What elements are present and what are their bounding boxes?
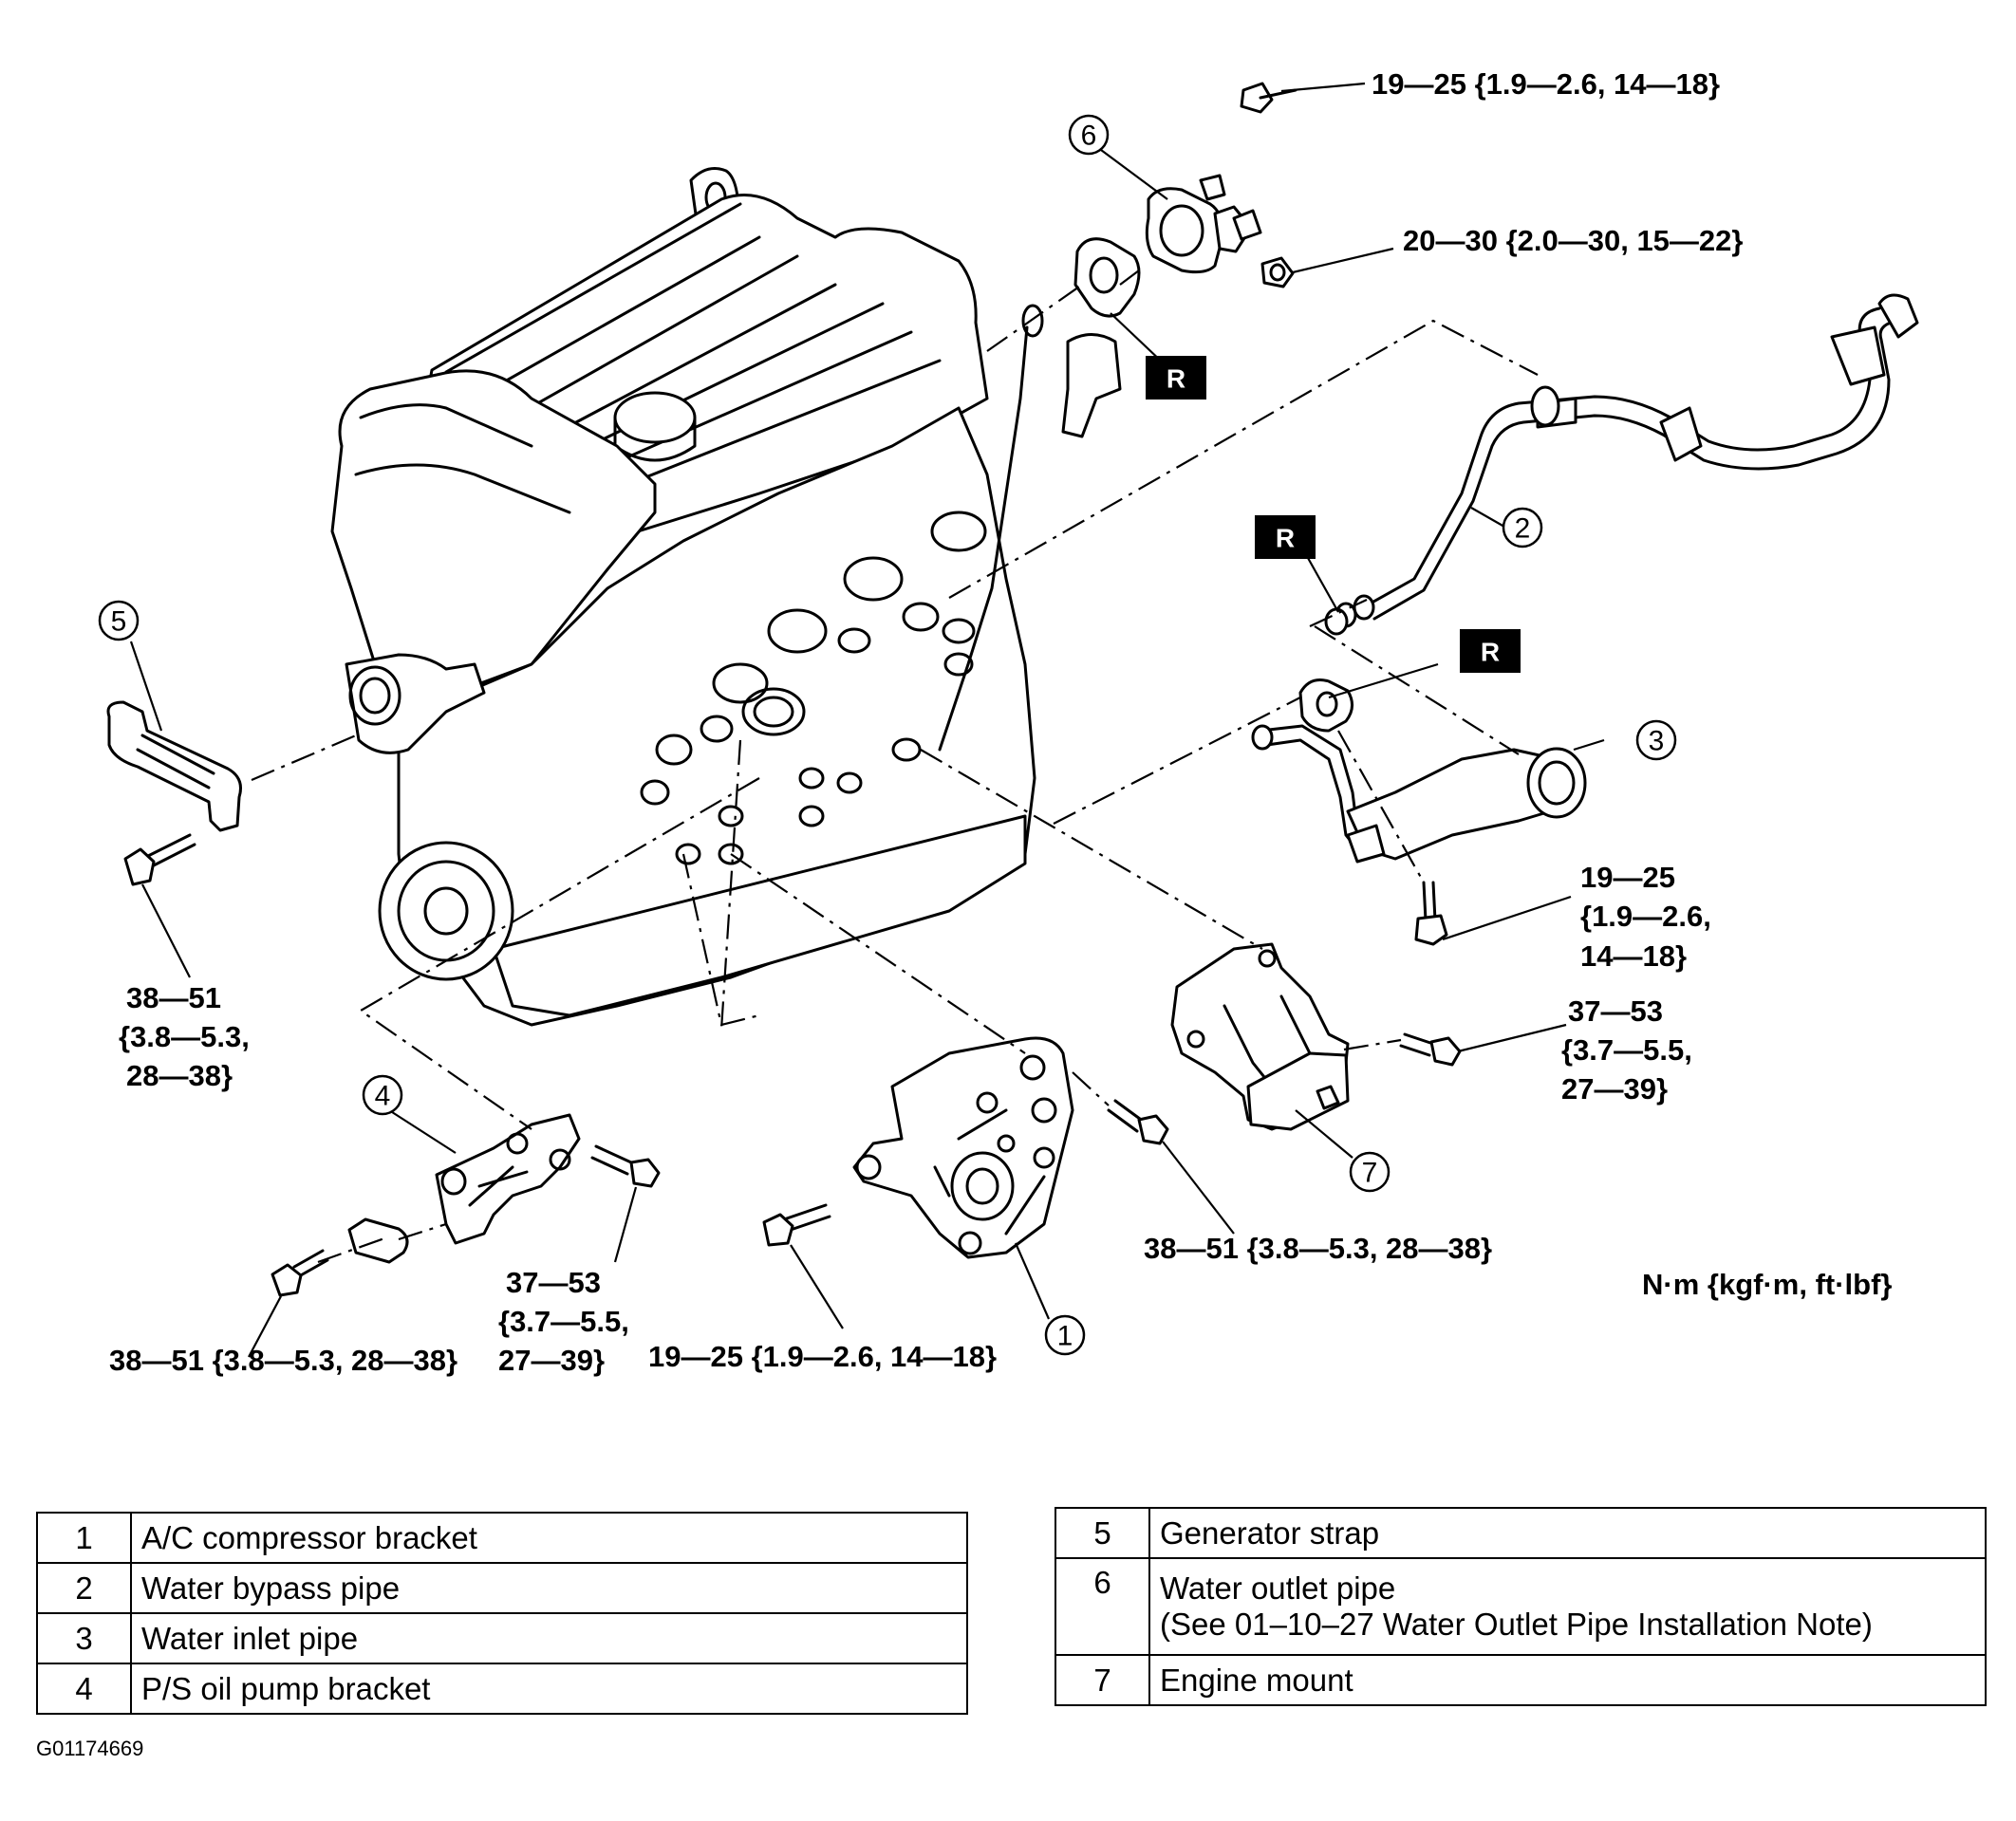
legend-row: 6 Water outlet pipe (See 01–10–27 Water … [1055,1557,1987,1656]
legend-number: 6 [1055,1557,1150,1656]
bolt [271,1249,329,1297]
engine-mount [1170,942,1350,1131]
svg-text:2: 2 [1515,513,1531,545]
replace-badge: R [1460,629,1521,673]
leader-lines [129,82,1605,1358]
svg-text:R: R [1481,638,1500,667]
engine-assembly [330,167,1122,1027]
bolt [123,833,196,886]
torque-water-inlet-bolt-2: {1.9—2.6, [1580,900,1711,933]
legend-row: 3 Water inlet pipe [36,1612,968,1664]
callout-4: 4 [362,1074,403,1116]
torque-generator-strap-bolt-3: 28—38} [126,1059,233,1092]
torque-generator-strap-bolt-1: 38—51 [126,981,221,1014]
svg-text:R: R [1167,364,1185,394]
torque-ps-bracket-bolt-2: {3.7—5.5, [498,1305,629,1338]
legend-number: 5 [1055,1507,1150,1559]
water-bypass-pipe [1335,293,1919,628]
torque-ac-bracket-upper-bolt: 38—51 {3.8—5.3, 28—38} [1144,1232,1492,1265]
legend-number: 4 [36,1663,132,1715]
torque-ps-bracket-bolt-3: 27—39} [498,1344,605,1377]
parts-legend-right: 5 Generator strap 6 Water outlet pipe (S… [1055,1507,1987,1706]
torque-water-outlet-nut: 20—30 {2.0—30, 15—22} [1403,224,1743,257]
torque-water-outlet-bolt: 19—25 {1.9—2.6, 14—18} [1372,67,1720,101]
callout-6: 6 [1068,114,1110,156]
legend-number: 3 [36,1612,132,1664]
legend-row: 1 A/C compressor bracket [36,1512,968,1564]
legend-description: Generator strap [1148,1507,1987,1559]
svg-text:5: 5 [111,606,127,638]
svg-text:7: 7 [1362,1158,1378,1189]
legend-description-note: (See 01–10–27 Water Outlet Pipe Installa… [1160,1607,1873,1642]
replace-badge: R [1146,356,1206,400]
legend-number: 7 [1055,1654,1150,1706]
generator-strap [106,700,242,832]
legend-description: Engine mount [1148,1654,1987,1706]
water-outlet-pipe [1145,174,1262,274]
water-inlet-pipe [1251,724,1587,864]
torque-engine-mount-bolt-2: {3.7—5.5, [1561,1033,1692,1067]
nut [1260,256,1295,288]
callout-1: 1 [1044,1314,1086,1356]
bolt [1399,1032,1462,1067]
water-outlet-gasket [1073,237,1141,318]
torque-engine-mount-bolt-3: 27—39} [1561,1072,1668,1106]
parts-legend-left: 1 A/C compressor bracket 2 Water bypass … [36,1512,968,1715]
assembly-lines [251,269,1539,1264]
callout-2: 2 [1502,507,1543,548]
bolt [1240,82,1297,114]
o-ring [1324,607,1349,636]
torque-ac-bracket-lower-bolt: 19—25 {1.9—2.6, 14—18} [648,1340,997,1373]
ps-oil-pump-bracket [435,1113,581,1245]
ac-compressor-bracket [852,1036,1074,1259]
callout-5: 5 [98,600,140,641]
bolt [590,1144,661,1188]
legend-number: 2 [36,1562,132,1614]
units-note: N·m {kgf·m, ft·lbf} [1642,1268,1892,1301]
torque-water-inlet-bolt-3: 14—18} [1580,939,1687,973]
figure-code: G01174669 [36,1737,144,1760]
legend-number: 1 [36,1512,132,1564]
legend-description: Water inlet pipe [130,1612,968,1664]
bolt [1414,881,1448,946]
legend-row: 7 Engine mount [1055,1654,1987,1706]
legend-description: P/S oil pump bracket [130,1663,968,1715]
torque-ps-plate-bolt: 38—51 {3.8—5.3, 28—38} [109,1344,457,1377]
replace-badge: R [1255,515,1316,559]
legend-row: 4 P/S oil pump bracket [36,1663,968,1715]
torque-generator-strap-bolt-2: {3.8—5.3, [119,1020,250,1053]
svg-text:6: 6 [1081,121,1097,152]
svg-text:3: 3 [1649,726,1665,757]
callout-7: 7 [1349,1151,1391,1193]
legend-row: 5 Generator strap [1055,1507,1987,1559]
bolt [1107,1099,1169,1145]
legend-description: Water outlet pipe (See 01–10–27 Water Ou… [1148,1557,1987,1656]
torque-engine-mount-bolt-1: 37—53 [1568,994,1663,1028]
legend-description-line: Water outlet pipe [1160,1570,1396,1606]
torque-ps-bracket-bolt-1: 37—53 [506,1266,601,1299]
svg-text:4: 4 [375,1081,391,1112]
legend-description: A/C compressor bracket [130,1512,968,1564]
svg-text:R: R [1276,524,1295,553]
water-inlet-gasket [1298,678,1353,733]
legend-description: Water bypass pipe [130,1562,968,1614]
torque-water-inlet-bolt-1: 19—25 [1580,861,1675,894]
callout-3: 3 [1635,719,1677,761]
legend-row: 2 Water bypass pipe [36,1562,968,1614]
bolt [762,1203,831,1247]
svg-text:1: 1 [1057,1321,1073,1352]
